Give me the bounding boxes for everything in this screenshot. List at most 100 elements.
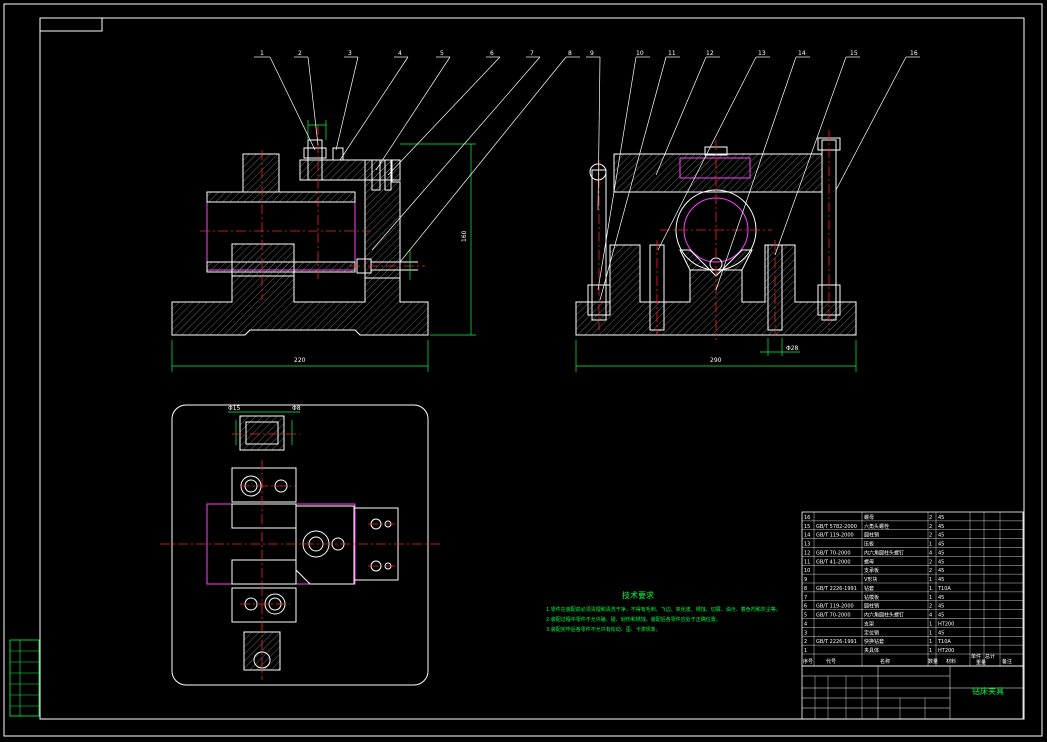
bom-row-name: 支架	[864, 620, 874, 627]
outer-border	[3, 3, 1043, 737]
balloon-4: 4	[398, 50, 402, 57]
bom-row-name: 螺母	[864, 514, 874, 521]
bom-row-name: 钻模板	[864, 594, 879, 601]
dim-front-height: 160	[461, 230, 468, 242]
bom-row-qty: 1	[929, 542, 932, 548]
bom-header-unit: 单件	[971, 653, 981, 660]
bom-row-name: 内六角圆柱头螺钉	[864, 612, 904, 619]
balloon-16: 16	[910, 50, 918, 57]
bom-row-qty: 4	[929, 550, 932, 556]
tech-requirements: 技术要求 1.零件在装配前必须清理和清洗干净，不得有毛刺、飞边、氧化皮、锈蚀、切…	[546, 590, 781, 633]
bom-row-mat: 45	[938, 630, 944, 636]
bom-row-mat: HT200	[938, 621, 954, 627]
balloon-5: 5	[440, 50, 444, 57]
balloon-7: 7	[530, 50, 534, 57]
bom-header-no: 序号	[803, 658, 813, 665]
bom-row-name: 内六角圆柱头螺钉	[864, 549, 904, 556]
bom-row-mat: 45	[938, 577, 944, 583]
bom-row-qty: 1	[929, 595, 932, 601]
bom-row-name: 定位销	[864, 629, 879, 636]
bom-header-mat: 材料	[946, 658, 956, 665]
bom-row-mat: 45	[938, 568, 944, 574]
bom-row-code: GB/T 41-2000	[816, 559, 851, 565]
bom-header-qty: 数量	[928, 658, 938, 665]
balloon-3: 3	[348, 50, 352, 57]
title-block: 钻床夹具	[801, 665, 1024, 720]
bom-row-code: GB/T 119-2000	[816, 533, 854, 539]
bom-row-name: 钻套	[864, 585, 874, 592]
bom-row-mat: 45	[938, 595, 944, 601]
bom-row-no: 7	[804, 595, 807, 601]
bom-row-qty: 2	[929, 524, 932, 530]
balloon-leaders: 1 2 3 4 5 6 7 8 9 10 11 12 13 14 15 16	[254, 50, 920, 301]
balloon-8: 8	[568, 50, 572, 57]
corner-tag-box	[39, 17, 103, 32]
bom-row-code: GB/T 2226-1991	[816, 586, 857, 592]
bom-header-weight: 重量	[976, 659, 986, 666]
bom-row-mat: HT200	[938, 648, 954, 654]
bom-row-mat: 45	[938, 559, 944, 565]
bom-row-name: 夹具体	[864, 647, 879, 654]
bom-row-qty: 1	[929, 648, 932, 654]
bom-row-qty: 2	[929, 568, 932, 574]
bom-row-mat: 45	[938, 550, 944, 556]
bom-row-code: GB/T 70-2000	[816, 613, 851, 619]
bom-row-name: 螺母	[864, 558, 874, 565]
balloon-9: 9	[590, 50, 594, 57]
tech-requirements-title: 技术要求	[622, 590, 654, 600]
balloon-6: 6	[490, 50, 494, 57]
bom-row-mat: T10A	[937, 586, 951, 592]
bom-row-code: GB/T 5782-2000	[816, 524, 857, 530]
bom-row-qty: 2	[929, 604, 932, 610]
tech-line-2: 2.装配过程中零件不允许磕、碰、划伤和锈蚀。装配后各零件应处于正确位置。	[546, 616, 721, 623]
balloon-12: 12	[706, 50, 714, 57]
bom-row-name: 圆柱销	[864, 603, 879, 610]
bom-row-no: 9	[804, 577, 807, 583]
bom-row-no: 1	[804, 648, 807, 654]
bom-row-qty: 1	[929, 621, 932, 627]
bom-row-no: 16	[804, 515, 810, 521]
bom-row-no: 8	[804, 586, 807, 592]
bom-row-no: 10	[804, 568, 810, 574]
balloon-11: 11	[668, 50, 676, 57]
bom-row-mat: 45	[938, 542, 944, 548]
bom-row-mat: 45	[938, 613, 944, 619]
bom-row-mat: T10A	[937, 639, 951, 645]
bom-row-mat: 45	[938, 524, 944, 530]
bom-row-code: GB/T 70-2000	[816, 550, 851, 556]
bom-row-code: GB/T 119-2000	[816, 604, 854, 610]
bom-row-no: 14	[804, 533, 810, 539]
bom-row-name: 压板	[864, 541, 874, 548]
bom-row-no: 6	[804, 604, 807, 610]
bom-row-no: 15	[804, 524, 810, 530]
drawing-name: 钻床夹具	[972, 686, 1004, 696]
bom-row-qty: 1	[929, 577, 932, 583]
bom-header-note: 备注	[1002, 658, 1012, 665]
bom-row-qty: 1	[929, 639, 932, 645]
bom-row-no: 3	[804, 630, 807, 636]
balloon-14: 14	[798, 50, 806, 57]
bom-row-no: 11	[804, 559, 810, 565]
bom-row-name: V形块	[864, 576, 877, 583]
bom-row-no: 2	[804, 639, 807, 645]
bom-header-name: 名称	[880, 658, 890, 665]
balloon-10: 10	[636, 50, 644, 57]
dim-side-small: Φ28	[786, 345, 799, 352]
bom-row-qty: 2	[929, 559, 932, 565]
bom-row-no: 12	[804, 550, 810, 556]
bom-row-name: 圆柱销	[864, 532, 879, 539]
dim-top-detail-2: Φ8	[292, 405, 301, 412]
dim-top-detail-1: Φ15	[228, 405, 241, 412]
bom-row-qty: 2	[929, 515, 932, 521]
bom-row-qty: 1	[929, 630, 932, 636]
bom-row-no: 13	[804, 542, 810, 548]
dim-front-width: 220	[294, 357, 306, 364]
bom-row-name: 支承板	[864, 567, 879, 574]
tech-line-3: 3.装配完毕后各零件不允许有松动、歪、卡滞现象。	[546, 626, 661, 633]
bom-row-no: 5	[804, 613, 807, 619]
balloon-15: 15	[850, 50, 858, 57]
front-view: 220 160	[171, 120, 476, 372]
inner-border	[39, 17, 1025, 720]
